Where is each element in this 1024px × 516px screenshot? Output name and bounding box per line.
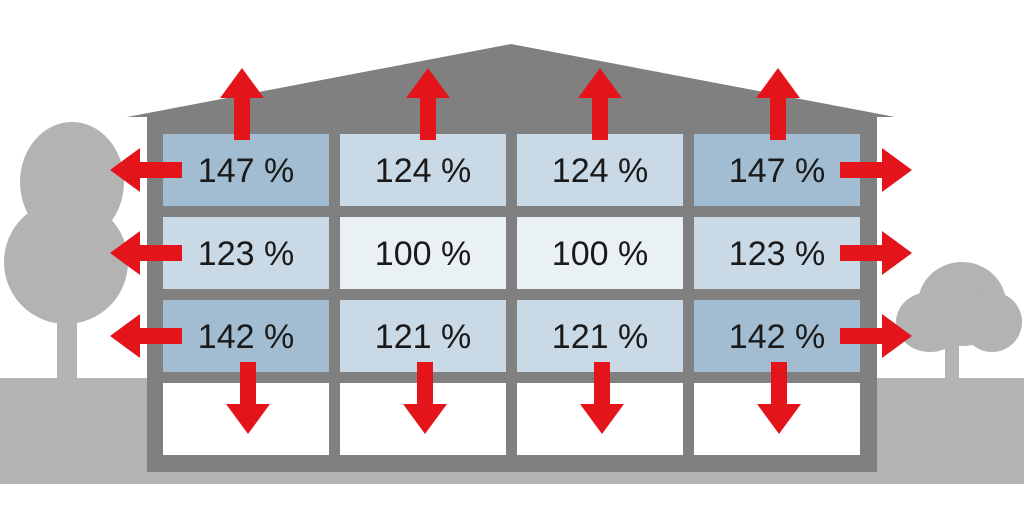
- room-cell: [163, 134, 329, 206]
- arrow-up-icon: [578, 68, 622, 140]
- arrow-down-icon: [757, 362, 801, 434]
- room-cell: [517, 300, 683, 372]
- arrow-right-icon: [840, 148, 912, 192]
- cell-percentage: 121 %: [375, 318, 471, 356]
- room-cell: [517, 134, 683, 206]
- arrow-left-icon: [110, 148, 182, 192]
- arrow-left-icon: [110, 231, 182, 275]
- room-cell: [694, 300, 860, 372]
- floor-cells: [163, 134, 860, 455]
- tree-icon: [4, 122, 128, 382]
- room-cell: [694, 134, 860, 206]
- arrow-up-icon: [756, 68, 800, 140]
- arrow-left-icon: [110, 314, 182, 358]
- arrow-down-icon: [580, 362, 624, 434]
- arrow-up-icon: [406, 68, 450, 140]
- cell-percentage: 100 %: [375, 235, 471, 273]
- room-cell: [340, 217, 506, 289]
- cell-percentage: 121 %: [552, 318, 648, 356]
- room-cell: [517, 217, 683, 289]
- arrow-right-icon: [840, 314, 912, 358]
- room-cell: [340, 300, 506, 372]
- cell-percentage: 142 %: [198, 318, 294, 356]
- arrow-down-icon: [226, 362, 270, 434]
- cell-percentage: 142 %: [729, 318, 825, 356]
- room-cell: [694, 217, 860, 289]
- arrow-down-icon: [403, 362, 447, 434]
- room-cell: [163, 300, 329, 372]
- cell-percentage: 100 %: [552, 235, 648, 273]
- arrow-right-icon: [840, 231, 912, 275]
- bush-icon: [896, 262, 1022, 384]
- cell-percentage: 147 %: [729, 152, 825, 190]
- arrow-up-icon: [220, 68, 264, 140]
- room-cell: [340, 134, 506, 206]
- cell-percentage: 124 %: [375, 152, 471, 190]
- cell-labels: 147 % 124 % 124 % 147 % 123 % 100 % 100 % 123 %…: [198, 152, 825, 356]
- cell-percentage: 124 %: [552, 152, 648, 190]
- cell-percentage: 123 %: [729, 235, 825, 273]
- cell-percentage: 123 %: [198, 235, 294, 273]
- cell-percentage: 147 %: [198, 152, 294, 190]
- room-cell: [163, 217, 329, 289]
- heat-loss-arrows: [110, 68, 912, 434]
